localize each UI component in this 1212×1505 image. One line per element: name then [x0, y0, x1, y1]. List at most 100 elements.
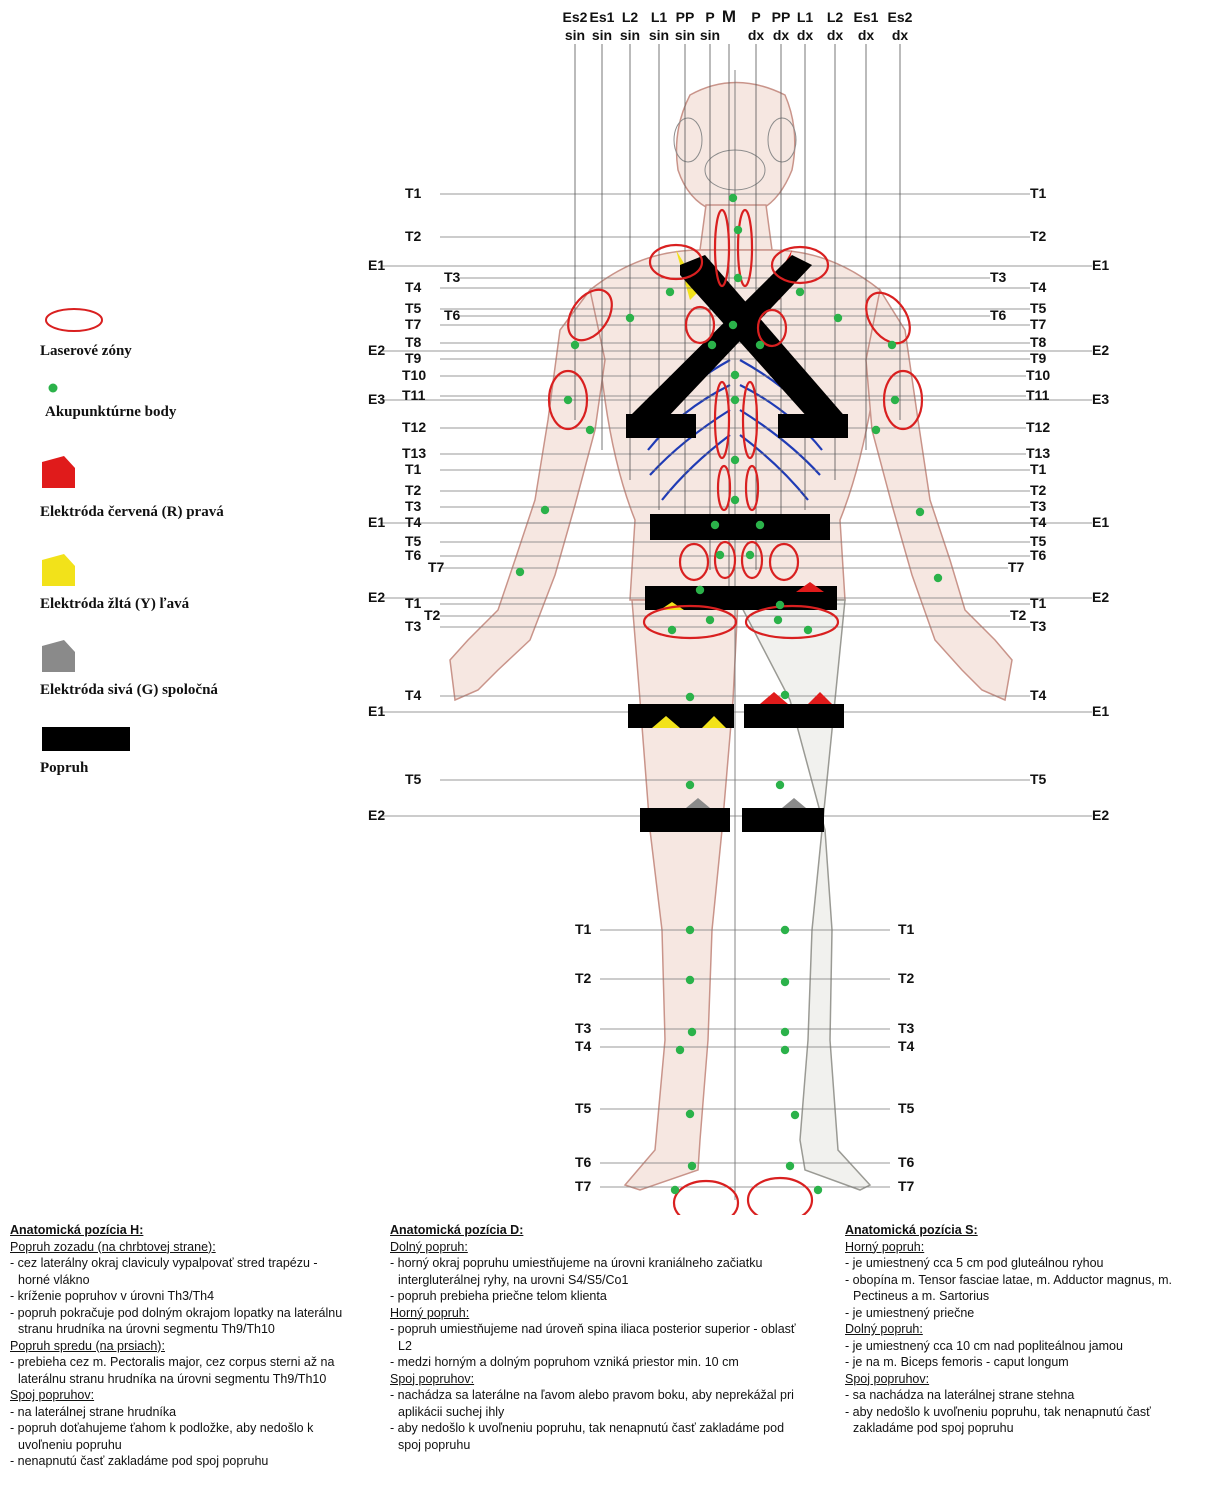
level-label: T1 — [1030, 185, 1047, 201]
level-label: T3 — [405, 618, 422, 634]
column-label: sin — [620, 27, 640, 43]
note-line: popruh umiestňujeme nad úroveň spina ili… — [390, 1321, 810, 1354]
level-label: T1 — [1030, 595, 1047, 611]
acupoint-dot — [781, 926, 789, 934]
column-label: Es1 — [590, 9, 615, 25]
acupoint-dot — [671, 1186, 679, 1194]
level-label: T6 — [1030, 547, 1047, 563]
acupoint-dot — [696, 586, 704, 594]
level-label: E1 — [1092, 257, 1109, 273]
column-label: dx — [748, 27, 765, 43]
acupoint-dot — [804, 626, 812, 634]
column-label: PP — [772, 9, 791, 25]
electrode-gray-icon — [42, 640, 75, 672]
level-label: E1 — [368, 514, 385, 530]
notes-subheading: Spoj popruhov: — [10, 1387, 350, 1404]
level-label: T4 — [575, 1038, 592, 1054]
level-label: E2 — [1092, 807, 1109, 823]
column-label: sin — [649, 27, 669, 43]
level-label: T9 — [405, 350, 422, 366]
level-label: T2 — [898, 970, 915, 986]
notes-subheading: Spoj popruhov: — [390, 1371, 810, 1388]
level-label: T3 — [405, 498, 422, 514]
acupoint-dot — [781, 1028, 789, 1036]
strap-chest-left — [626, 414, 696, 438]
note-line: popruh doťahujeme ťahom k podložke, aby … — [10, 1420, 350, 1453]
note-line: nachádza sa laterálne na ľavom alebo pra… — [390, 1387, 810, 1420]
level-label: T4 — [405, 514, 422, 530]
acupoint-dot — [686, 976, 694, 984]
level-label: T7 — [575, 1178, 592, 1194]
acupoint-dot — [711, 521, 719, 529]
level-label: E3 — [368, 391, 385, 407]
acupoint-dot — [571, 341, 579, 349]
column-label: sin — [592, 27, 612, 43]
note-line: cez laterálny okraj claviculy vypalpovať… — [10, 1255, 350, 1288]
note-line: popruh prebieha priečne telom klienta — [390, 1288, 810, 1305]
acupoint-dot — [734, 226, 742, 234]
acupoint-dot — [786, 1162, 794, 1170]
level-label: T4 — [1030, 279, 1047, 295]
column-label: dx — [892, 27, 909, 43]
column-label: P — [705, 9, 714, 25]
note-line: je umiestnený cca 5 cm pod gluteálnou ry… — [845, 1255, 1207, 1272]
level-label: T6 — [990, 307, 1007, 323]
acupoint-dot — [564, 396, 572, 404]
level-label: T6 — [405, 547, 422, 563]
level-label: T11 — [402, 387, 426, 403]
level-label: T3 — [575, 1020, 592, 1036]
level-label: T2 — [424, 607, 441, 623]
column-label: dx — [827, 27, 844, 43]
notes-subheading: Horný popruh: — [390, 1305, 810, 1322]
column-label: Es1 — [854, 9, 879, 25]
strap-knee-left — [640, 808, 730, 832]
notes-subheading: Popruh zozadu (na chrbtovej strane): — [10, 1239, 350, 1256]
column-labels: Es2sinEs1sinL2sinL1sinPPsinPsinMPdxPPdxL… — [563, 7, 913, 43]
notes-title: Anatomická pozícia S: — [845, 1222, 1207, 1239]
column-label: L2 — [622, 9, 639, 25]
level-label: T7 — [1008, 559, 1025, 575]
level-label: T4 — [405, 279, 422, 295]
column-label: dx — [797, 27, 814, 43]
acupoint-dot — [731, 456, 739, 464]
acupoint-dot — [686, 693, 694, 701]
electrode-red-icon — [42, 456, 75, 488]
column-label: sin — [675, 27, 695, 43]
acupoint-dot — [746, 551, 754, 559]
acupoint-dot — [708, 341, 716, 349]
level-label: T9 — [1030, 350, 1047, 366]
acupoint-dot — [776, 781, 784, 789]
column-label: Es2 — [563, 9, 588, 25]
acupoint-dot — [781, 978, 789, 986]
acupoint-dot — [781, 1046, 789, 1054]
strap-abdomen — [650, 514, 830, 540]
acupoint-dot — [716, 551, 724, 559]
notes-subheading: Spoj popruhov: — [845, 1371, 1207, 1388]
level-label: T2 — [575, 970, 592, 986]
note-line: nenapnutú časť zakladáme pod spoj popruh… — [10, 1453, 350, 1470]
level-label: T8 — [1030, 334, 1047, 350]
acupoint-dot — [686, 1110, 694, 1118]
laser-zone-icon — [46, 309, 102, 331]
acupoint-dot — [686, 781, 694, 789]
column-label: M — [722, 7, 736, 26]
level-label: E2 — [368, 807, 385, 823]
note-line: aby nedošlo k uvoľneniu popruhu, tak nen… — [845, 1404, 1207, 1437]
note-line: prebieha cez m. Pectoralis major, cez co… — [10, 1354, 350, 1387]
note-line: na laterálnej strane hrudníka — [10, 1404, 350, 1421]
notes-subheading: Dolný popruh: — [845, 1321, 1207, 1338]
level-label: E1 — [368, 703, 385, 719]
acupoint-dot — [734, 274, 742, 282]
notes-position-s: Anatomická pozícia S: Horný popruh: je u… — [845, 1222, 1207, 1437]
electrode-yellow-icon — [42, 554, 75, 586]
level-label: T5 — [898, 1100, 915, 1116]
column-label: P — [751, 9, 760, 25]
level-label: T7 — [405, 316, 422, 332]
level-label: T1 — [405, 185, 422, 201]
column-label: sin — [700, 27, 720, 43]
level-label: T3 — [1030, 498, 1047, 514]
level-label: E1 — [1092, 514, 1109, 530]
acupoint-dot — [781, 691, 789, 699]
acupoint-dot — [791, 1111, 799, 1119]
level-label: T3 — [898, 1020, 915, 1036]
